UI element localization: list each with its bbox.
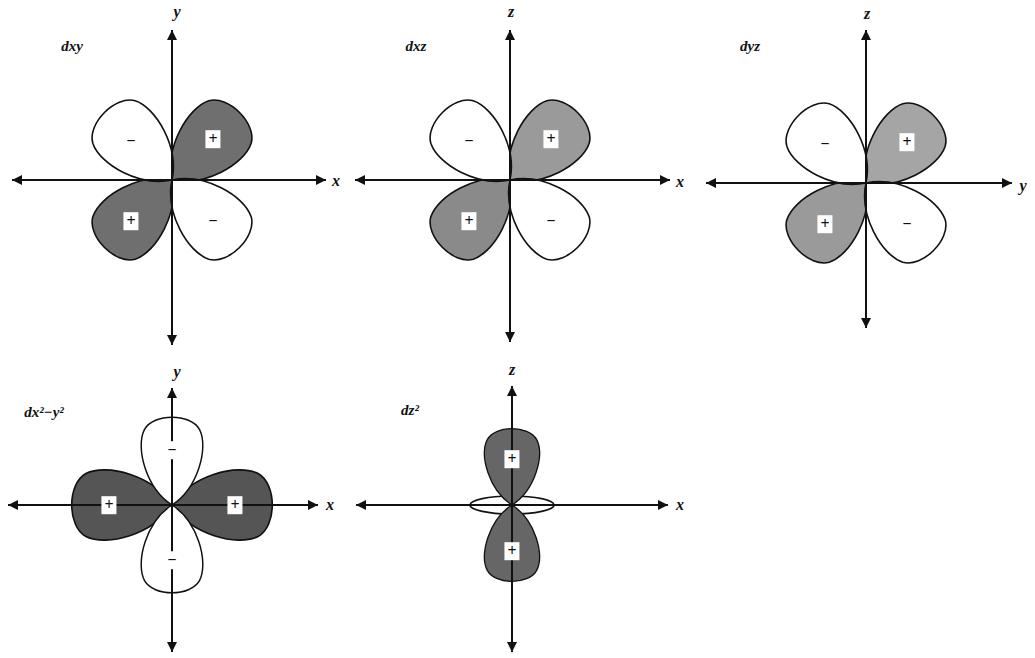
sign-label: + — [504, 450, 519, 468]
sign-label: + — [101, 496, 116, 514]
sign-label: − — [205, 212, 220, 230]
axis-line — [171, 388, 173, 652]
sign-label: − — [543, 212, 558, 230]
sign-label: + — [227, 496, 242, 514]
negative-lobe — [842, 159, 957, 274]
sign-label: − — [123, 132, 138, 150]
axis-line — [706, 182, 1012, 184]
sign-label: + — [205, 130, 220, 148]
axis-label: y — [173, 363, 180, 381]
axis-label: x — [676, 173, 684, 191]
axis-label: x — [326, 496, 334, 514]
sign-label: + — [461, 212, 476, 230]
axis-label: z — [508, 3, 514, 21]
axis-label: x — [676, 496, 684, 514]
sign-label: − — [164, 551, 179, 569]
axis-label: z — [864, 5, 870, 23]
sign-label: + — [817, 215, 832, 233]
axis-line — [171, 30, 173, 345]
axis-line — [356, 504, 668, 506]
orbital-name: dx²−y² — [24, 404, 64, 421]
axis-line — [8, 504, 318, 506]
sign-label: − — [899, 215, 914, 233]
axis-line — [511, 386, 513, 652]
sign-label: − — [164, 441, 179, 459]
negative-lobe — [486, 156, 601, 271]
orbital-name: dyz — [740, 38, 760, 55]
sign-label: + — [899, 133, 914, 151]
negative-lobe — [148, 156, 263, 271]
orbital-name: dxy — [61, 38, 83, 55]
sign-label: − — [817, 135, 832, 153]
axis-label: y — [173, 3, 180, 21]
axis-label: z — [509, 361, 515, 379]
sign-label: − — [461, 132, 476, 150]
sign-label: + — [504, 542, 519, 560]
axis-line — [509, 30, 511, 342]
axis-label: x — [332, 172, 340, 190]
sign-label: + — [543, 130, 558, 148]
sign-label: + — [123, 212, 138, 230]
orbital-name: dxz — [406, 38, 427, 55]
axis-line — [355, 179, 670, 181]
orbital-name: dz² — [401, 402, 419, 419]
axis-label: y — [1019, 177, 1026, 195]
axis-line — [865, 30, 867, 328]
axis-line — [12, 179, 326, 181]
